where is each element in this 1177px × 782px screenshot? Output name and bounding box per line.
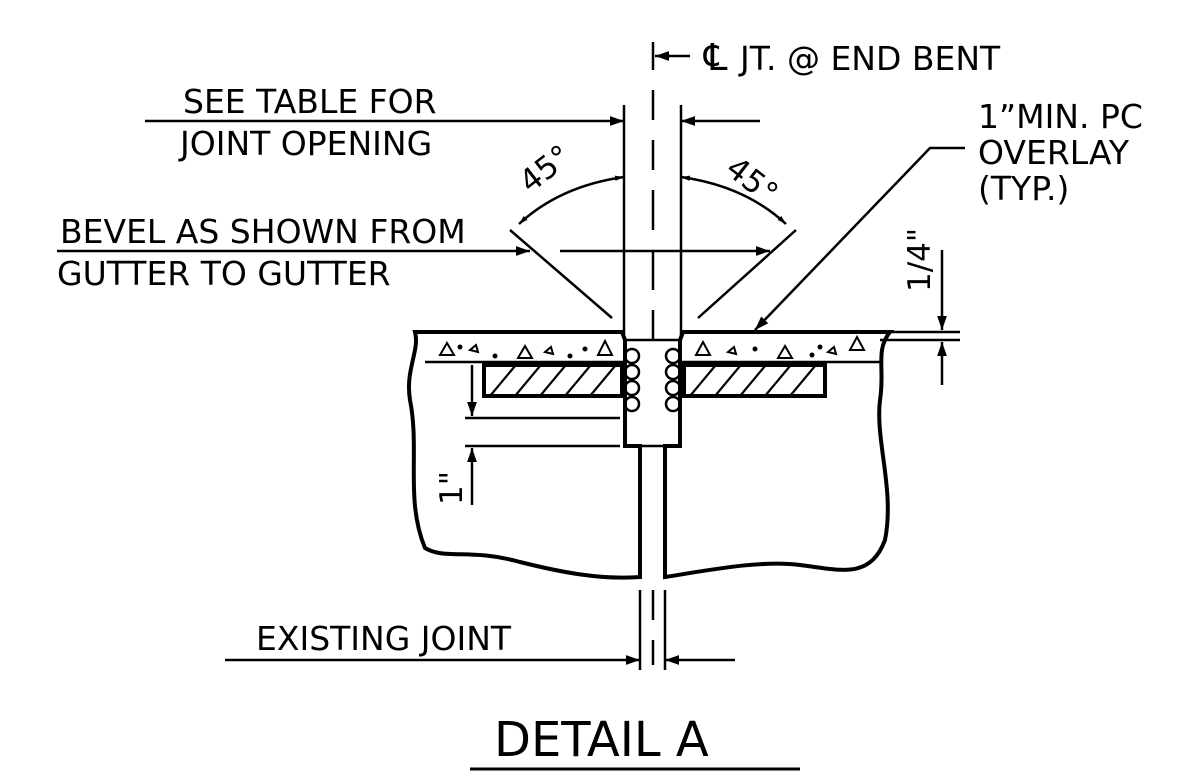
angle-arc-right (680, 175, 787, 225)
angle-right-label: 45° (719, 150, 784, 212)
overlay-aggregate (438, 334, 866, 359)
overlay-label-1: 1”MIN. PC (978, 97, 1143, 136)
overlay-label-2: OVERLAY (978, 133, 1130, 172)
see-table-label-2: JOINT OPENING (178, 124, 432, 163)
one-inch-label: 1" (434, 471, 470, 505)
joint-seal (623, 338, 682, 577)
existing-joint-label: EXISTING JOINT (256, 619, 512, 658)
see-table-label-1: SEE TABLE FOR (183, 82, 437, 121)
detail-title: DETAIL A (494, 712, 709, 768)
overlay-label-3: (TYP.) (978, 169, 1069, 208)
centerline-symbol: ℄ (703, 36, 728, 79)
quarter-inch-dimension (880, 250, 960, 385)
bevel-label-2: GUTTER TO GUTTER (57, 254, 391, 293)
one-inch-dimension (465, 365, 620, 505)
bevel-line-right (697, 229, 797, 319)
quarter-inch-label: 1/4" (902, 228, 938, 292)
overlay-leader (754, 146, 965, 331)
bevel-line-left (509, 229, 613, 319)
left-slab (407, 330, 642, 580)
centerline-label: JT. @ END BENT (738, 39, 1001, 78)
bevel-label-1: BEVEL AS SHOWN FROM (60, 212, 466, 251)
right-slab (663, 330, 895, 580)
angle-arc-left (518, 175, 625, 225)
left-armor-hatch (482, 363, 624, 398)
right-armor-hatch (682, 363, 827, 398)
